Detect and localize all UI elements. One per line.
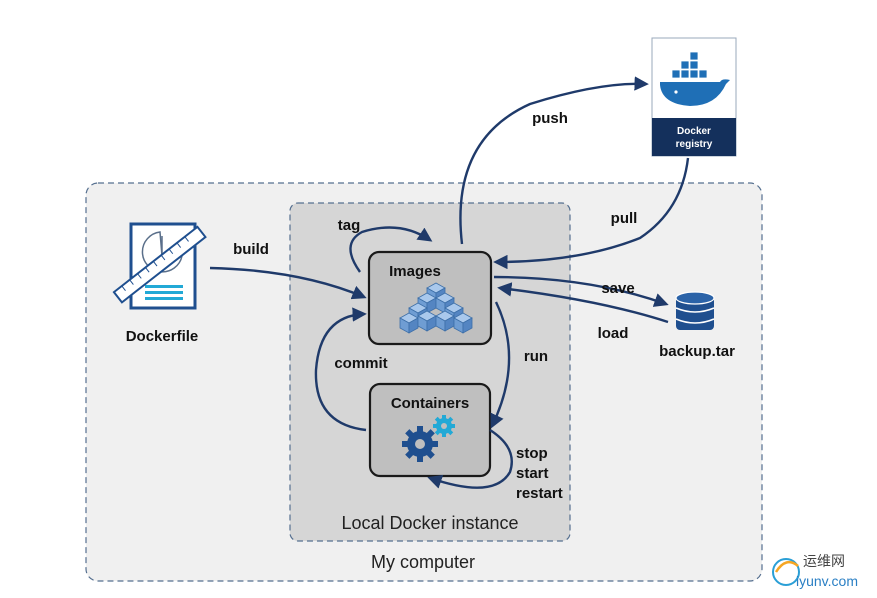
watermark-logo-icon	[772, 558, 800, 586]
tag-label: tag	[338, 217, 361, 234]
docker-whale-icon	[660, 51, 730, 106]
push-label: push	[532, 110, 568, 127]
load-arrow: load	[497, 282, 669, 342]
dockerfile-icon	[112, 222, 207, 310]
stop-start-restart-arrow: stop start restart	[427, 428, 563, 502]
run-label: run	[524, 348, 548, 365]
commit-label: commit	[334, 355, 387, 372]
run-arrow: run	[490, 301, 548, 429]
local-docker-instance-label: Local Docker instance	[341, 513, 518, 533]
dockerfile-node[interactable]: Dockerfile	[112, 222, 207, 345]
images-title: Images	[389, 263, 441, 280]
watermark: 运维网 iyunv.com	[772, 553, 858, 589]
gears-icon	[402, 415, 455, 462]
commit-arrow: commit	[314, 307, 388, 432]
registry-label-line1: Docker	[677, 126, 711, 137]
my-computer-label: My computer	[371, 552, 475, 572]
stop-label: stop	[516, 445, 548, 462]
containers-node[interactable]: Containers	[368, 382, 492, 478]
pull-label: pull	[611, 210, 638, 227]
database-icon	[675, 291, 715, 330]
containers-title: Containers	[391, 395, 469, 412]
load-label: load	[598, 325, 629, 342]
images-node[interactable]: Images	[367, 250, 493, 346]
registry-label-line2: registry	[676, 139, 713, 150]
save-arrow: save	[493, 275, 669, 307]
pull-arrow: pull	[493, 157, 690, 270]
build-label: build	[233, 241, 269, 258]
watermark-line2: iyunv.com	[796, 573, 858, 589]
start-label: start	[516, 465, 549, 482]
dockerfile-label: Dockerfile	[126, 328, 199, 345]
backup-tar-node[interactable]: backup.tar	[659, 291, 735, 360]
push-arrow: push	[459, 76, 649, 245]
save-label: save	[601, 280, 634, 297]
tag-arrow: tag	[338, 217, 433, 273]
build-arrow: build	[209, 241, 367, 300]
docker-registry-node[interactable]: Docker registry	[651, 37, 737, 157]
backup-tar-label: backup.tar	[659, 343, 735, 360]
watermark-line1: 运维网	[803, 553, 845, 569]
restart-label: restart	[516, 485, 563, 502]
